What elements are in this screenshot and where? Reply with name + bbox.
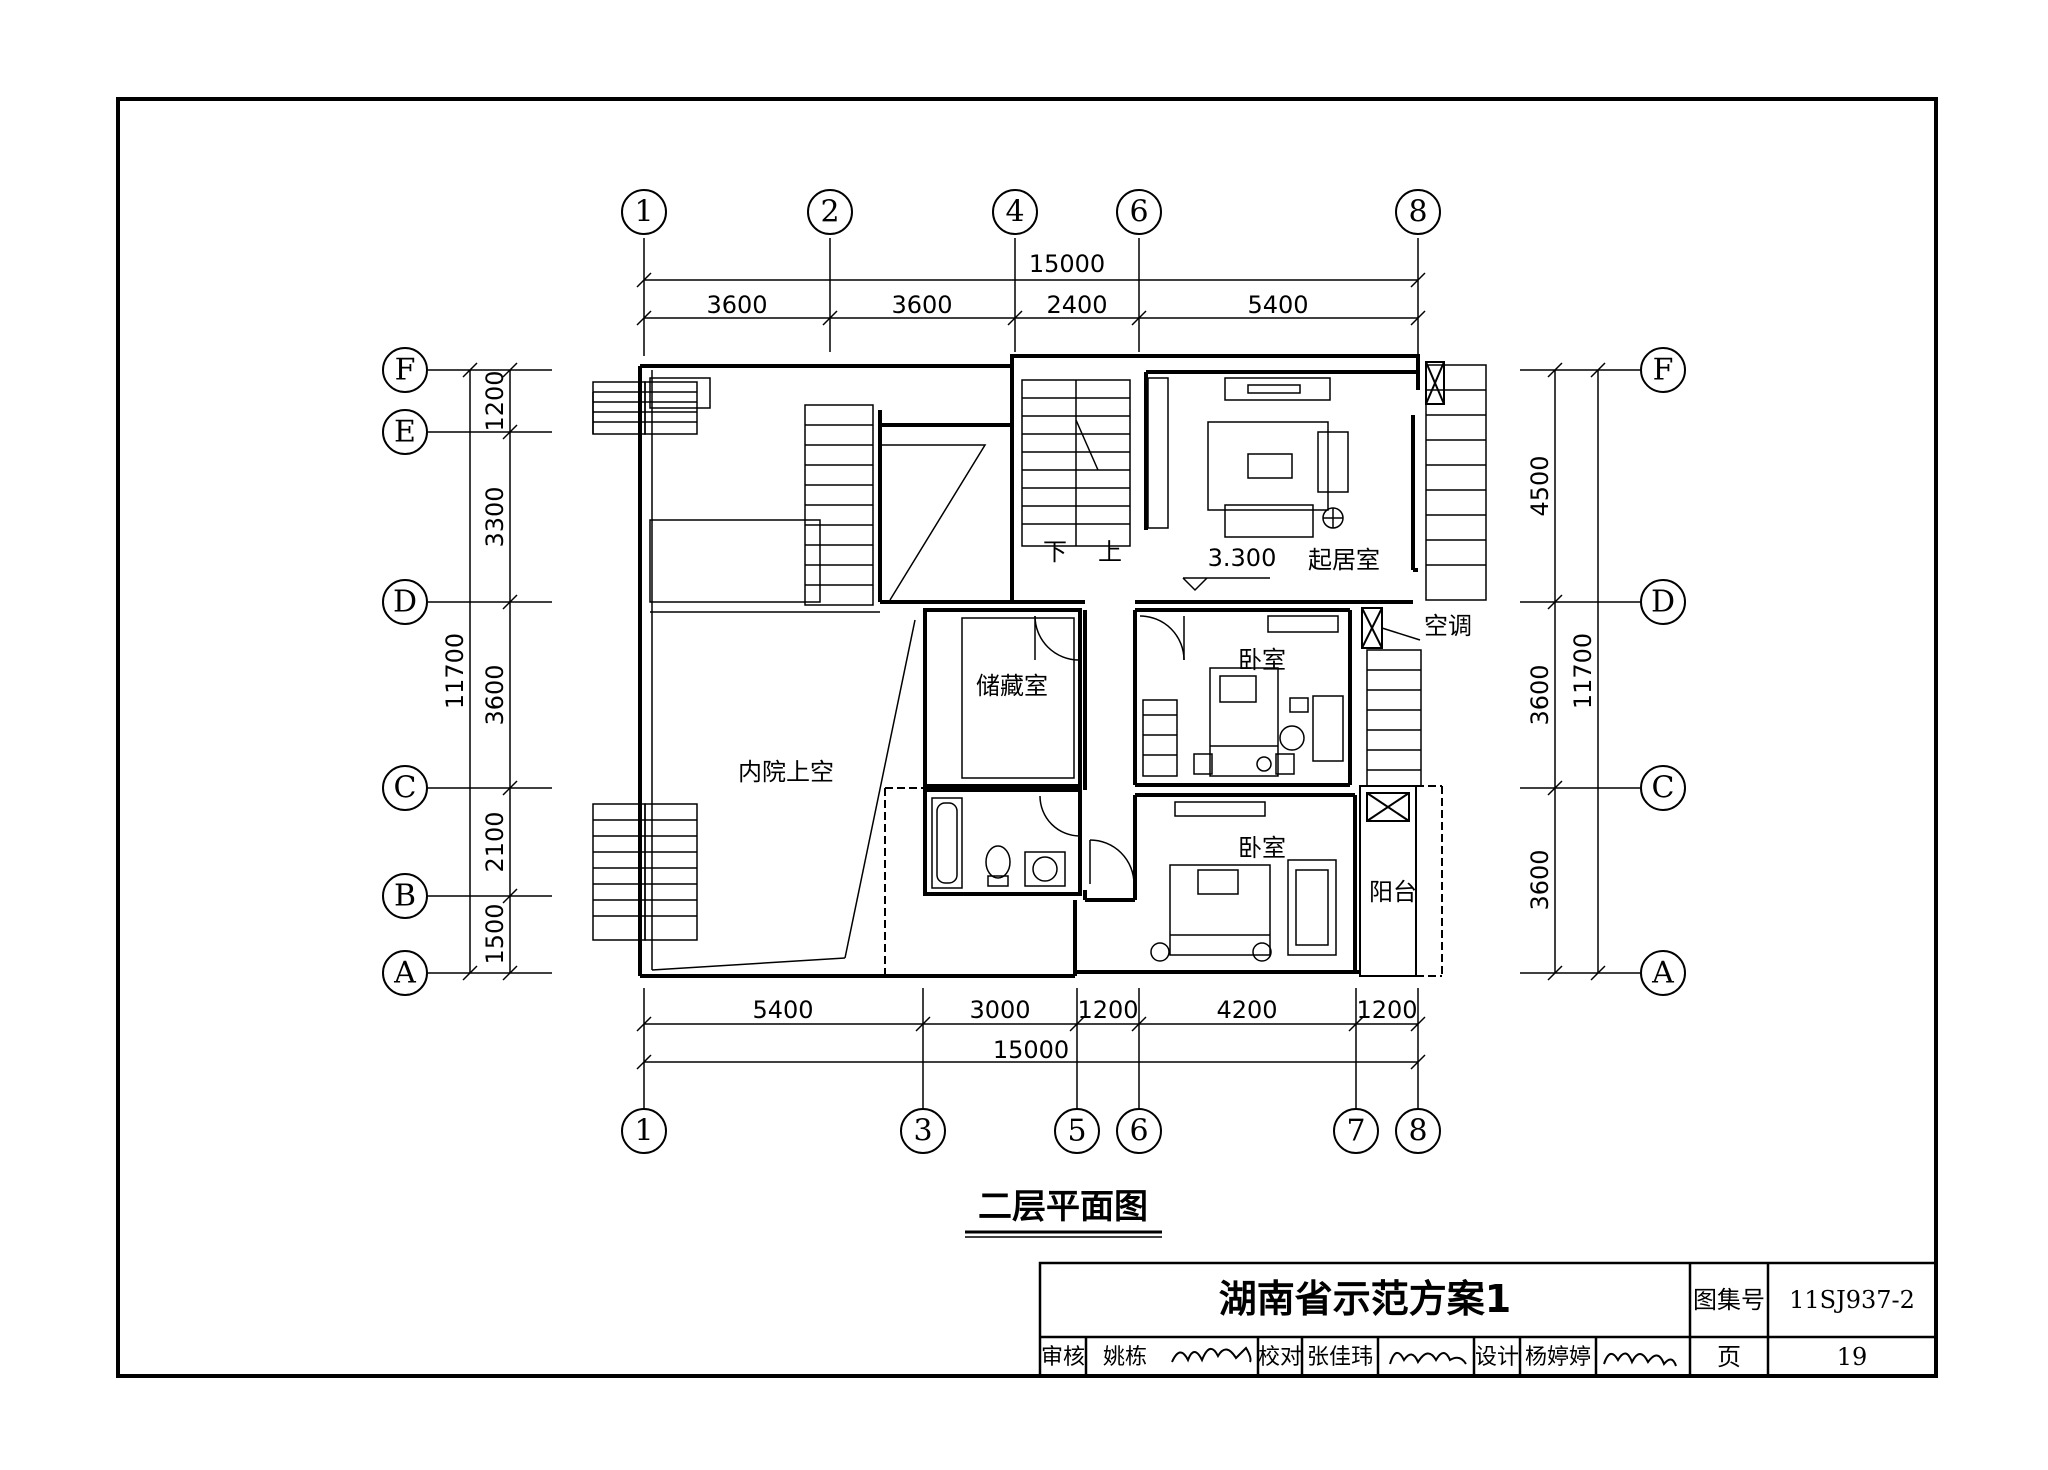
dim-top: 5400 <box>1247 291 1308 319</box>
dim-top: 2400 <box>1046 291 1107 319</box>
dim-top: 3600 <box>706 291 767 319</box>
dim-bottom: 4200 <box>1216 996 1277 1024</box>
dim-left: 1200 <box>481 370 509 431</box>
axis-left-C: C <box>394 771 417 806</box>
atlas-number: 11SJ937-2 <box>1789 1286 1915 1314</box>
dim-bottom: 1200 <box>1077 996 1138 1024</box>
axis-bottom-6: 6 <box>1129 1114 1148 1149</box>
axis-bottom-1: 1 <box>634 1114 653 1149</box>
dim-right: 4500 <box>1526 455 1554 516</box>
axis-left-B: B <box>394 879 416 914</box>
dim-bottom: 3000 <box>969 996 1030 1024</box>
stair-down-label: 下 <box>1043 538 1067 566</box>
signature-design <box>1603 1352 1677 1367</box>
signature-review <box>1171 1346 1252 1363</box>
axis-right-D: D <box>1651 585 1675 620</box>
dim-left-total: 11700 <box>441 633 469 709</box>
dim-left: 3600 <box>481 664 509 725</box>
dim-left: 3300 <box>481 486 509 547</box>
axis-top-2: 2 <box>820 195 839 230</box>
courtyard-void: 内院上空 <box>738 758 834 786</box>
title-block <box>1038 1261 1938 1378</box>
dim-left: 1500 <box>481 903 509 964</box>
axis-right-A: A <box>1651 956 1674 991</box>
axis-bottom-7: 7 <box>1346 1114 1365 1149</box>
dim-top: 3600 <box>891 291 952 319</box>
axis-bottom-5: 5 <box>1067 1114 1086 1149</box>
axis-left-D: D <box>393 585 417 620</box>
axis-right-F: F <box>1653 353 1674 388</box>
drawing-title: 二层平面图 <box>978 1187 1148 1227</box>
dim-bottom-total: 15000 <box>993 1036 1069 1064</box>
room-bedroom-1: 卧室 <box>1238 646 1286 674</box>
axis-left-A: A <box>393 956 416 991</box>
dim-left: 2100 <box>481 811 509 872</box>
sheet-frame <box>116 97 1938 1378</box>
room-balcony: 阳台 <box>1369 878 1417 906</box>
check-label: 校对 <box>1258 1345 1302 1370</box>
axis-bottom-8: 8 <box>1408 1114 1427 1149</box>
axis-top-8: 8 <box>1408 195 1427 230</box>
review-name: 姚栋 <box>1103 1345 1147 1370</box>
project-title: 湖南省示范方案1 <box>1219 1277 1511 1321</box>
elevation-mark: 3.300 <box>1208 544 1277 572</box>
axis-left-E: E <box>394 415 416 450</box>
page-label: 页 <box>1717 1343 1741 1371</box>
signature-check <box>1389 1352 1467 1365</box>
axis-top-6: 6 <box>1129 195 1148 230</box>
dim-right: 3600 <box>1526 849 1554 910</box>
page-number: 19 <box>1837 1343 1868 1371</box>
dim-bottom: 5400 <box>752 996 813 1024</box>
dim-right-total: 11700 <box>1569 633 1597 709</box>
ac-label: 空调 <box>1424 612 1472 640</box>
design-label: 设计 <box>1475 1345 1519 1370</box>
axis-top-1: 1 <box>634 195 653 230</box>
room-living: 起居室 <box>1308 546 1380 574</box>
design-name: 杨婷婷 <box>1525 1345 1591 1370</box>
atlas-label: 图集号 <box>1693 1286 1765 1314</box>
dim-right: 3600 <box>1526 664 1554 725</box>
room-storage: 储藏室 <box>976 672 1048 700</box>
review-label: 审核 <box>1041 1345 1085 1370</box>
dim-top-total: 15000 <box>1029 250 1105 278</box>
dim-bottom: 1200 <box>1356 996 1417 1024</box>
axis-bottom-3: 3 <box>913 1114 932 1149</box>
room-bedroom-2: 卧室 <box>1238 834 1286 862</box>
stair-up-label: 上 <box>1098 538 1122 566</box>
check-name: 张佳玮 <box>1307 1345 1373 1370</box>
axis-right-C: C <box>1652 771 1675 806</box>
axis-top-4: 4 <box>1005 195 1024 230</box>
axis-left-F: F <box>395 353 416 388</box>
